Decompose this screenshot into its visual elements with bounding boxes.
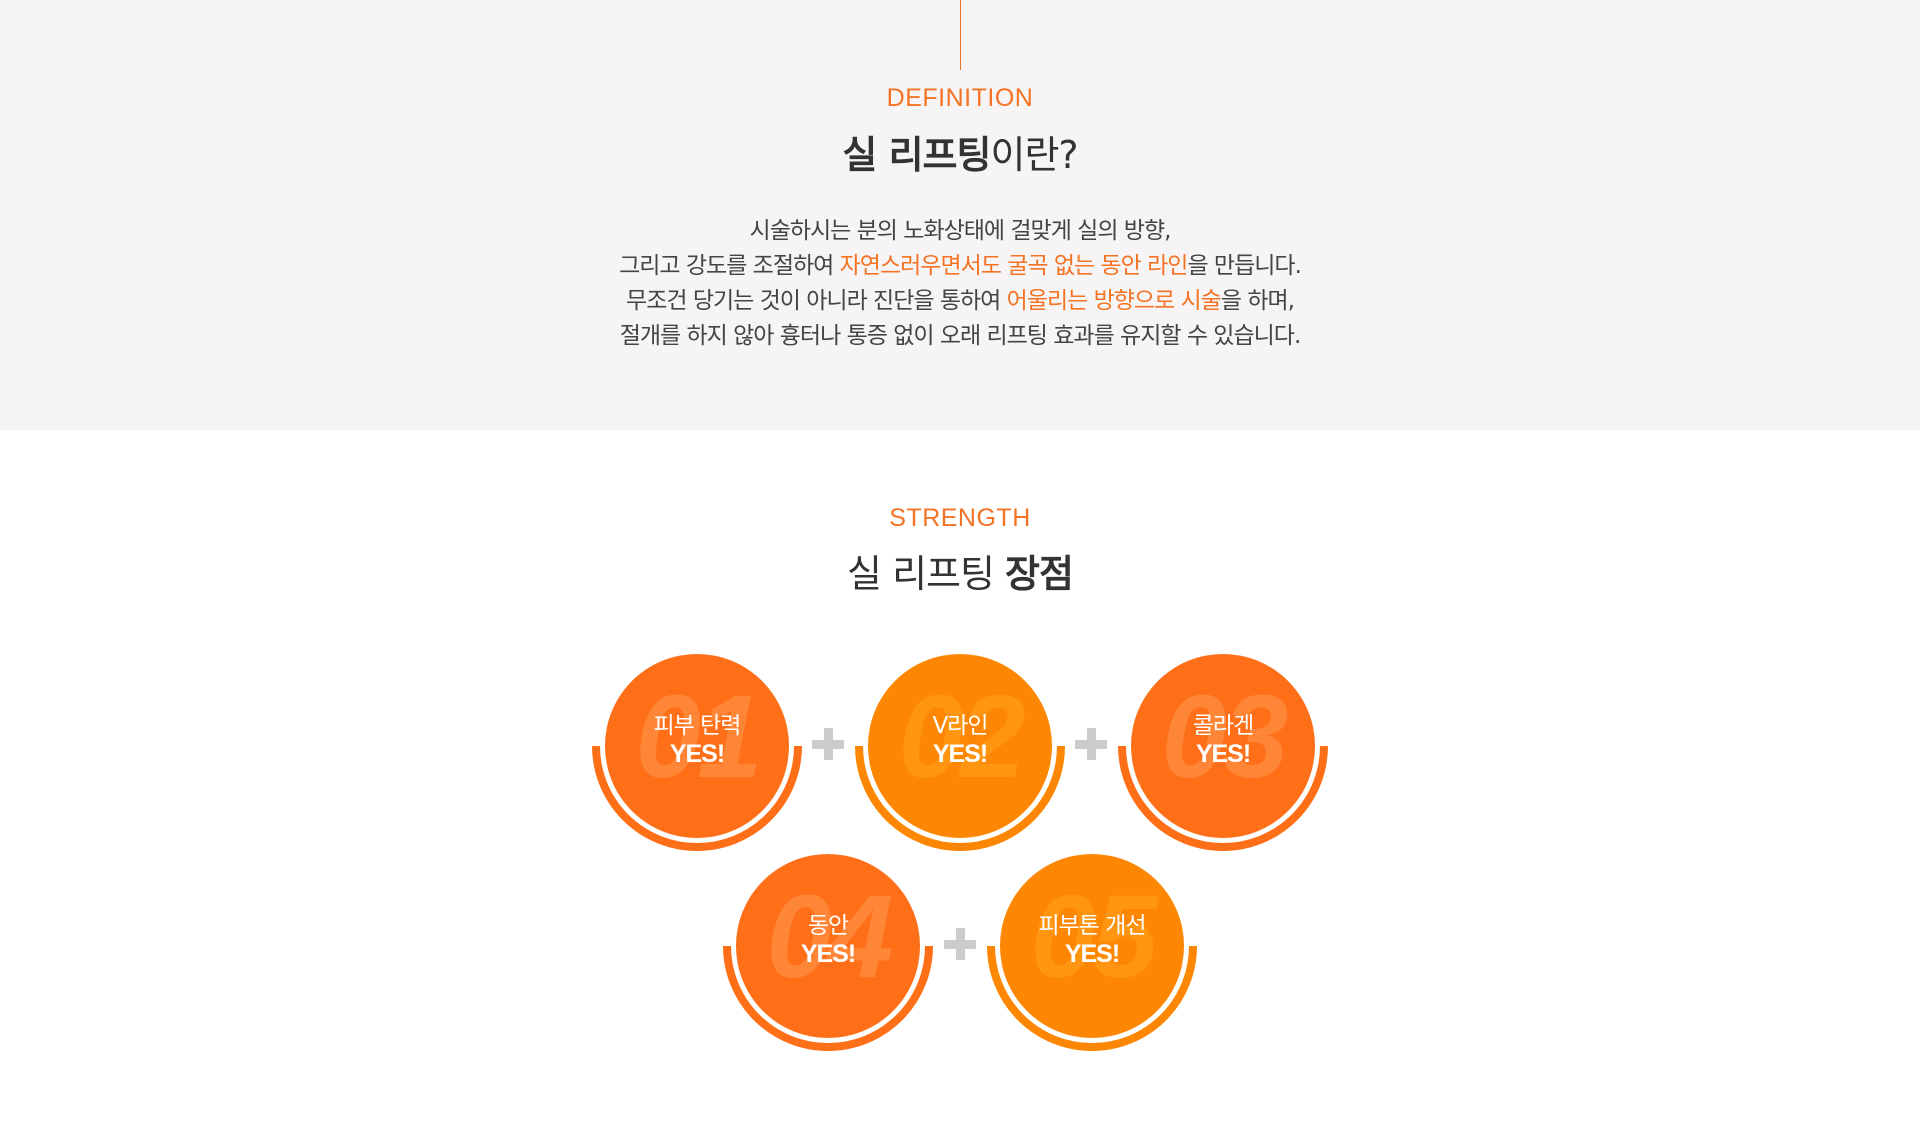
definition-title-bold: 실 리프팅	[842, 133, 991, 177]
paragraph-text: 무조건 당기는 것이 아니라 진단을 통하여	[626, 288, 1007, 314]
paragraph-line: 무조건 당기는 것이 아니라 진단을 통하여 어울리는 방향으로 시술을 하며,	[0, 284, 1920, 319]
half-ring-icon	[1118, 745, 1328, 851]
strength-circle: 05 피부톤 개선 YES!	[1000, 854, 1184, 1038]
paragraph-text: 을 하며,	[1220, 288, 1295, 314]
strength-title-normal: 실 리프팅	[847, 552, 1006, 596]
definition-section: DEFINITION 실 리프팅이란? 시술하시는 분의 노화상태에 걸맞게 실…	[0, 0, 1920, 430]
strength-label: 피부톤 개선	[1038, 913, 1146, 939]
strength-label: 동안	[807, 913, 849, 939]
strength-label: 콜라겐	[1192, 713, 1254, 739]
strength-number: 05	[1030, 871, 1157, 1003]
strength-label: 피부 탄력	[653, 713, 742, 739]
strength-yes: YES!	[1195, 740, 1251, 768]
strength-item-v-line: 02 V라인 YES!	[855, 641, 1065, 851]
definition-eyebrow: DEFINITION	[886, 84, 1034, 112]
definition-paragraph: 시술하시는 분의 노화상태에 걸맞게 실의 방향, 그리고 강도를 조절하여 자…	[0, 214, 1920, 354]
half-ring-icon	[592, 745, 802, 851]
half-ring-icon	[723, 945, 933, 1051]
plus-icon	[1075, 728, 1107, 760]
strength-number: 02	[898, 671, 1025, 803]
strength-circle: 04 동안 YES!	[736, 854, 920, 1038]
strength-item-skin-tone: 05 피부톤 개선 YES!	[987, 841, 1197, 1051]
strength-label: V라인	[932, 713, 988, 739]
strength-title-bold: 장점	[1005, 552, 1074, 596]
paragraph-highlight: 자연스러우면서도 굴곡 없는 동안 라인	[839, 253, 1189, 279]
strength-yes: YES!	[932, 740, 988, 768]
strength-circle: 03 콜라겐 YES!	[1131, 654, 1315, 838]
strength-yes: YES!	[669, 740, 725, 768]
strength-item-skin-elasticity: 01 피부 탄력 YES!	[592, 641, 802, 851]
definition-title-normal: 이란?	[990, 133, 1078, 177]
plus-icon	[944, 928, 976, 960]
divider-line	[960, 0, 961, 70]
strength-number: 04	[766, 871, 893, 1003]
paragraph-line: 절개를 하지 않아 흉터나 통증 없이 오래 리프팅 효과를 유지할 수 있습니…	[0, 319, 1920, 354]
paragraph-text: 절개를 하지 않아 흉터나 통증 없이 오래 리프팅 효과를 유지할 수 있습니…	[619, 323, 1302, 349]
paragraph-line: 그리고 강도를 조절하여 자연스러우면서도 굴곡 없는 동안 라인을 만듭니다.	[0, 249, 1920, 284]
paragraph-highlight: 어울리는 방향으로 시술	[1006, 288, 1222, 314]
definition-title: 실 리프팅이란?	[0, 124, 1920, 179]
strength-title: 실 리프팅 장점	[0, 543, 1920, 598]
half-ring-icon	[987, 945, 1197, 1051]
strength-circle: 01 피부 탄력 YES!	[605, 654, 789, 838]
strength-circle: 02 V라인 YES!	[868, 654, 1052, 838]
strength-yes: YES!	[800, 940, 856, 968]
paragraph-text: 을 만듭니다.	[1187, 253, 1301, 279]
plus-icon	[812, 728, 844, 760]
paragraph-text: 그리고 강도를 조절하여	[619, 253, 840, 279]
strength-item-collagen: 03 콜라겐 YES!	[1118, 641, 1328, 851]
strength-eyebrow: STRENGTH	[889, 504, 1031, 532]
strength-item-youthful: 04 동안 YES!	[723, 841, 933, 1051]
paragraph-text: 시술하시는 분의 노화상태에 걸맞게 실의 방향,	[749, 218, 1172, 244]
strength-yes: YES!	[1064, 940, 1120, 968]
strength-number: 03	[1161, 671, 1288, 803]
paragraph-line: 시술하시는 분의 노화상태에 걸맞게 실의 방향,	[0, 214, 1920, 249]
half-ring-icon	[855, 745, 1065, 851]
strength-number: 01	[635, 671, 762, 803]
